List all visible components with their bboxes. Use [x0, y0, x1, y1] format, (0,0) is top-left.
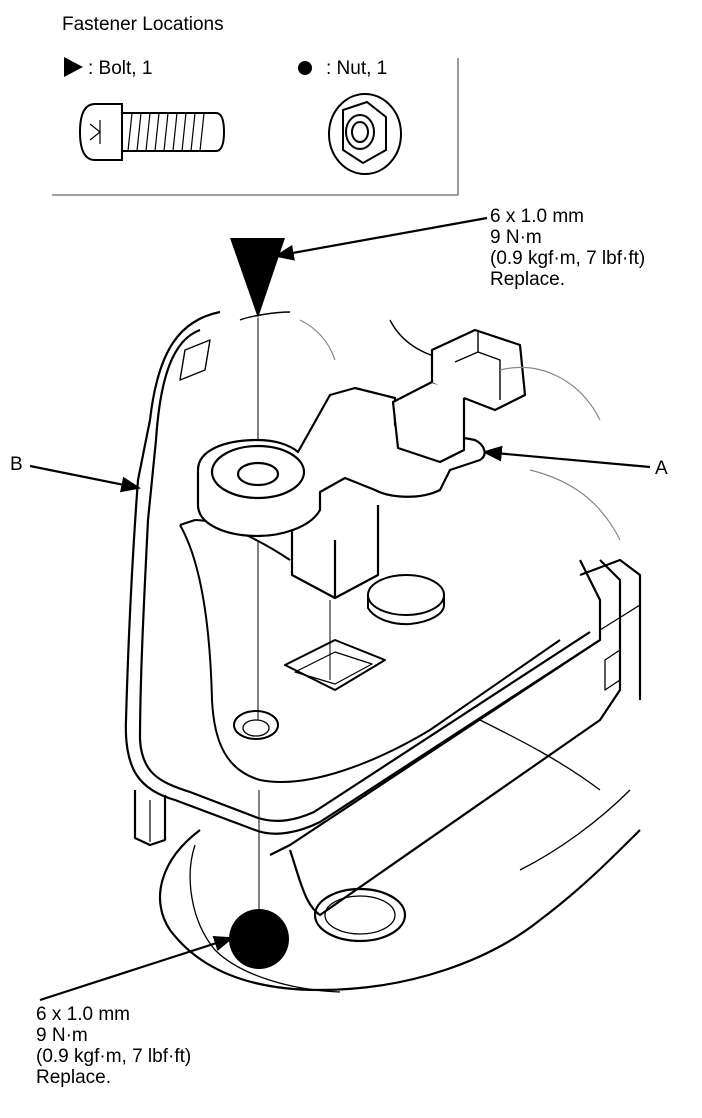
bolt-marker-icon [230, 238, 285, 318]
nut-symbol-icon [298, 61, 312, 75]
bolt-note: Replace. [490, 269, 565, 290]
legend-bolt-label: : Bolt, 1 [88, 58, 153, 79]
background-detail [299, 319, 621, 541]
nut-leader [39, 935, 234, 1002]
legend-title: Fastener Locations [62, 14, 224, 35]
bolt-leader [274, 216, 488, 261]
bolt-icon [78, 103, 226, 161]
nut-note: Replace. [36, 1067, 111, 1088]
bolt-torque-alt: (0.9 kgf·m, 7 lbf·ft) [490, 248, 646, 269]
bolt-symbol-icon [64, 57, 83, 77]
bolt-size: 6 x 1.0 mm [490, 206, 584, 227]
lower-rail [133, 558, 642, 993]
nut-torque: 9 N·m [36, 1025, 88, 1046]
nut-icon [328, 93, 402, 175]
sensor-a [196, 328, 527, 600]
bracket-b [124, 310, 602, 835]
label-a: A [655, 458, 668, 479]
legend-nut-label: : Nut, 1 [326, 58, 388, 79]
label-b: B [10, 454, 23, 475]
leader-b [29, 464, 141, 493]
legend-frame [52, 58, 459, 196]
nut-size: 6 x 1.0 mm [36, 1004, 130, 1025]
mount-plate [179, 519, 561, 783]
nut-marker-icon [229, 909, 289, 969]
bolt-torque: 9 N·m [490, 227, 542, 248]
nut-torque-alt: (0.9 kgf·m, 7 lbf·ft) [36, 1046, 192, 1067]
leader-a [482, 445, 651, 469]
